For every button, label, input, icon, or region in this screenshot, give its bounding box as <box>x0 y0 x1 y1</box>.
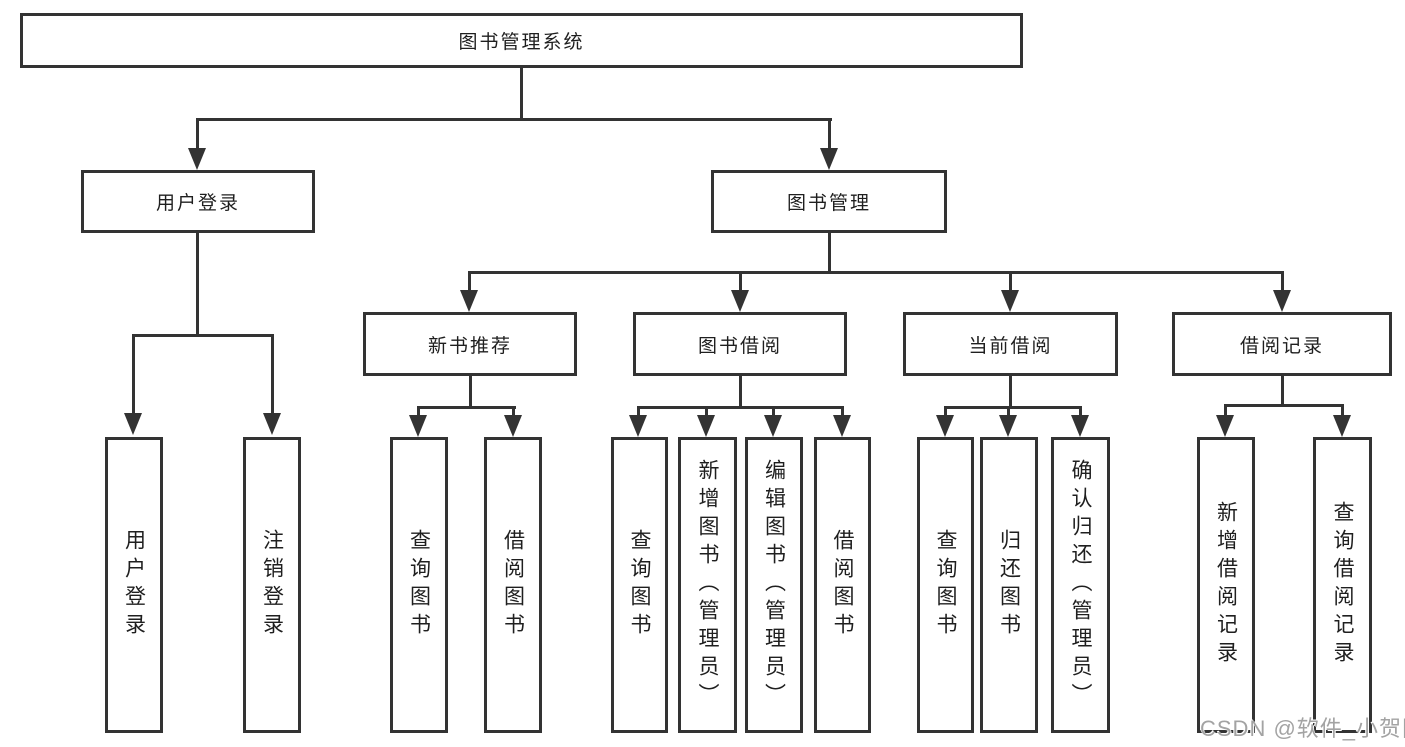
leaf-borrow-books: 借阅图书 <box>814 437 871 733</box>
connector-segment <box>1281 376 1284 407</box>
leaf-confirm-return-admin: 确认归还（管理员） <box>1051 437 1110 733</box>
connector-segment <box>196 120 199 150</box>
connector-segment <box>1079 409 1082 417</box>
arrow-down-icon <box>409 415 427 437</box>
leaf-logout: 注销登录 <box>243 437 301 733</box>
leaf-query-books-borrow: 查询图书 <box>611 437 668 733</box>
connector-segment <box>1224 404 1344 407</box>
connector-segment <box>468 271 1284 274</box>
node-borrow-records: 借阅记录 <box>1172 312 1392 376</box>
leaf-user-login: 用户登录 <box>105 437 163 733</box>
leaf-add-borrow-record: 新增借阅记录 <box>1197 437 1255 733</box>
node-new-book-recommend: 新书推荐 <box>363 312 577 376</box>
connector-segment <box>1007 409 1010 417</box>
node-root: 图书管理系统 <box>20 13 1023 68</box>
node-user-login: 用户登录 <box>81 170 315 233</box>
connector-segment <box>828 233 831 274</box>
connector-segment <box>739 274 742 292</box>
connector-segment <box>468 274 471 292</box>
connector-segment <box>637 409 640 417</box>
connector-segment <box>417 409 420 417</box>
leaf-query-borrow-record: 查询借阅记录 <box>1313 437 1372 733</box>
connector-segment <box>828 120 831 150</box>
connector-segment <box>132 337 135 415</box>
leaf-return-books: 归还图书 <box>980 437 1038 733</box>
connector-segment <box>196 118 832 121</box>
connector-segment <box>944 406 1082 409</box>
arrow-down-icon <box>1216 415 1234 437</box>
leaf-edit-books-admin: 编辑图书（管理员） <box>745 437 803 733</box>
connector-segment <box>271 337 274 415</box>
arrow-down-icon <box>460 290 478 312</box>
node-current-borrow: 当前借阅 <box>903 312 1118 376</box>
arrow-down-icon <box>188 148 206 170</box>
connector-segment <box>417 406 516 409</box>
connector-segment <box>739 376 742 408</box>
arrow-down-icon <box>936 415 954 437</box>
leaf-borrow-books-recommend: 借阅图书 <box>484 437 542 733</box>
connector-segment <box>1341 407 1344 417</box>
connector-segment <box>469 376 472 408</box>
connector-segment <box>1009 376 1012 408</box>
connector-segment <box>520 68 523 120</box>
node-book-borrow: 图书借阅 <box>633 312 847 376</box>
arrow-down-icon <box>1001 290 1019 312</box>
arrow-down-icon <box>1273 290 1291 312</box>
connector-segment <box>944 409 947 417</box>
arrow-down-icon <box>124 413 142 435</box>
arrow-down-icon <box>1071 415 1089 437</box>
leaf-query-books-recommend: 查询图书 <box>390 437 448 733</box>
arrow-down-icon <box>820 148 838 170</box>
connector-segment <box>637 406 844 409</box>
arrow-down-icon <box>629 415 647 437</box>
connector-segment <box>512 409 515 417</box>
leaf-query-books-current: 查询图书 <box>917 437 974 733</box>
connector-segment <box>841 409 844 417</box>
connector-segment <box>1009 274 1012 292</box>
arrow-down-icon <box>1333 415 1351 437</box>
arrow-down-icon <box>731 290 749 312</box>
arrow-down-icon <box>764 415 782 437</box>
arrow-down-icon <box>263 413 281 435</box>
connector-segment <box>132 334 274 337</box>
node-book-management: 图书管理 <box>711 170 947 233</box>
arrow-down-icon <box>833 415 851 437</box>
connector-segment <box>705 409 708 417</box>
connector-segment <box>196 233 199 337</box>
arrow-down-icon <box>999 415 1017 437</box>
arrow-down-icon <box>504 415 522 437</box>
connector-segment <box>1281 274 1284 292</box>
csdn-watermark: CSDN @软件_小贺同学 <box>1200 716 1405 741</box>
connector-segment <box>772 409 775 417</box>
leaf-add-books-admin: 新增图书（管理员） <box>678 437 737 733</box>
connector-segment <box>1224 407 1227 417</box>
arrow-down-icon <box>697 415 715 437</box>
